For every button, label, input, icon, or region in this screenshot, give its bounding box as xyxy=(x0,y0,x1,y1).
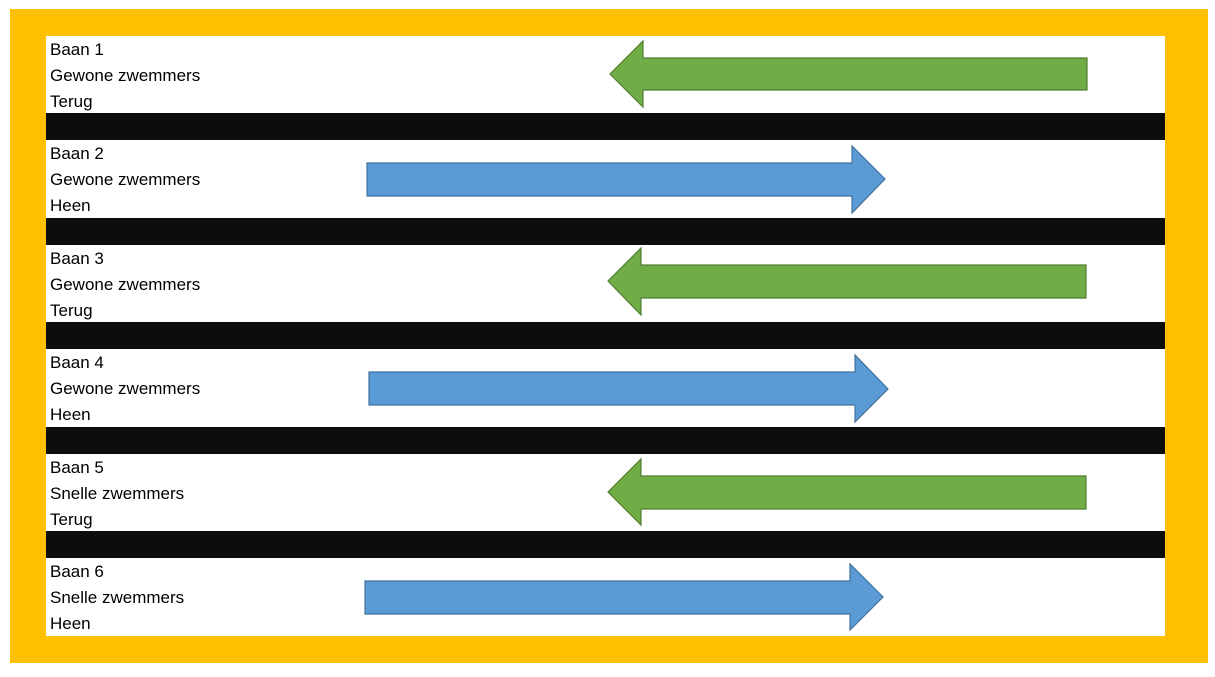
lane-3: Baan 3 Gewone zwemmers Terug xyxy=(46,245,1165,322)
lane-group: Gewone zwemmers xyxy=(50,275,201,294)
lane-group: Snelle zwemmers xyxy=(50,484,185,503)
pool: Baan 1 Gewone zwemmers Terug Baan 2 Gewo… xyxy=(46,36,1165,636)
lane-number: Baan 5 xyxy=(50,458,104,477)
lane-direction: Terug xyxy=(50,301,93,320)
lane-divider xyxy=(46,218,1165,245)
lane-5: Baan 5 Snelle zwemmers Terug xyxy=(46,454,1165,531)
lane-label: Baan 6 Snelle zwemmers Heen xyxy=(50,559,184,637)
lane-6: Baan 6 Snelle zwemmers Heen xyxy=(46,558,1165,636)
lane-label: Baan 3 Gewone zwemmers Terug xyxy=(50,246,200,324)
lane-number: Baan 1 xyxy=(50,40,104,59)
lane-label: Baan 1 Gewone zwemmers Terug xyxy=(50,37,200,115)
left-arrow-icon xyxy=(607,246,1087,317)
lane-group: Snelle zwemmers xyxy=(50,588,185,607)
lane-direction: Terug xyxy=(50,510,93,529)
lane-number: Baan 2 xyxy=(50,144,104,163)
lane-group: Gewone zwemmers xyxy=(50,66,201,85)
left-arrow-icon xyxy=(607,457,1087,527)
lane-divider xyxy=(46,113,1165,140)
lane-direction: Heen xyxy=(50,405,91,424)
right-arrow-icon xyxy=(364,562,884,632)
lane-direction: Terug xyxy=(50,92,93,111)
lane-group: Gewone zwemmers xyxy=(50,170,201,189)
lane-divider xyxy=(46,322,1165,349)
right-arrow-icon xyxy=(366,144,886,215)
lane-label: Baan 4 Gewone zwemmers Heen xyxy=(50,350,200,428)
lane-label: Baan 2 Gewone zwemmers Heen xyxy=(50,141,200,219)
lane-number: Baan 4 xyxy=(50,353,104,372)
lane-number: Baan 6 xyxy=(50,562,104,581)
lane-direction: Heen xyxy=(50,196,91,215)
right-arrow-icon xyxy=(368,353,889,424)
lane-1: Baan 1 Gewone zwemmers Terug xyxy=(46,36,1165,113)
lane-number: Baan 3 xyxy=(50,249,104,268)
left-arrow-icon xyxy=(609,39,1088,109)
lane-direction: Heen xyxy=(50,614,91,633)
lane-4: Baan 4 Gewone zwemmers Heen xyxy=(46,349,1165,427)
lane-label: Baan 5 Snelle zwemmers Terug xyxy=(50,455,184,533)
lane-divider xyxy=(46,427,1165,454)
lane-divider xyxy=(46,531,1165,558)
lane-group: Gewone zwemmers xyxy=(50,379,201,398)
lane-2: Baan 2 Gewone zwemmers Heen xyxy=(46,140,1165,218)
